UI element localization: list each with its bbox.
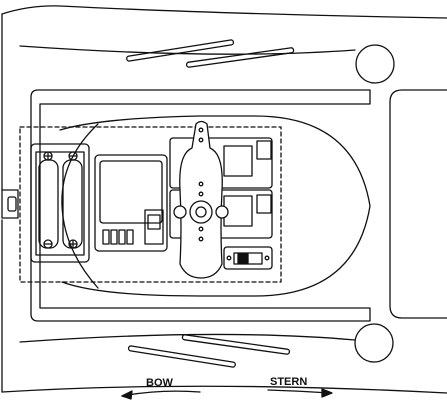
battery-contact-bottom-right [68, 239, 78, 249]
hull-outline-bottom [1, 385, 447, 394]
horn-hole-5 [198, 226, 204, 232]
canopy-oval-left [61, 123, 99, 289]
electronics-area-dashed [19, 126, 282, 283]
stern-arrowhead [321, 388, 333, 398]
canopy-oval [59, 115, 371, 297]
deck-top-curve [19, 45, 356, 55]
horn-hub-inner [195, 206, 207, 218]
bow-label: BOW [146, 377, 174, 389]
power-switch-toggle [237, 253, 249, 264]
servo-bottom-tab [256, 194, 272, 214]
horn-hole-1 [198, 127, 204, 133]
stern-cutout [389, 89, 447, 319]
receiver-pin-1 [102, 229, 110, 245]
receiver-pin-3 [118, 229, 126, 245]
battery-holder-inner [35, 151, 85, 256]
battery-contact-top-left [43, 151, 53, 161]
receiver-pin-2 [110, 229, 118, 245]
receiver-switch [144, 209, 164, 245]
horn-side-left [173, 205, 187, 219]
horn-hole-4 [198, 191, 204, 197]
power-switch-screw-right [264, 255, 270, 261]
battery-contact-top-right [68, 151, 78, 161]
power-switch-screw-left [226, 255, 232, 261]
mount-hole-bottom [354, 323, 394, 363]
receiver-box [94, 154, 168, 252]
servo-top-tab [256, 140, 272, 160]
servo-top-face [223, 145, 253, 177]
horn-hole-3 [198, 181, 204, 187]
inner-tray-outline [30, 89, 371, 322]
servo-horn [179, 120, 223, 279]
power-switch [223, 246, 273, 270]
bow-arrowhead [121, 390, 133, 400]
stern-label: STERN [270, 376, 307, 388]
battery-plus-top-left [44, 152, 52, 160]
stern-arrow [267, 389, 331, 394]
battery-plus-bottom-right [69, 240, 77, 248]
horn-hub-outer [189, 200, 213, 224]
receiver-face [99, 160, 163, 224]
mount-hole-top [355, 44, 395, 84]
bow-arrow [121, 390, 201, 397]
horn-hole-6 [198, 236, 204, 242]
deck-slot-top-1 [126, 39, 235, 62]
horn-side-right [215, 205, 229, 219]
battery-contact-bottom-left [43, 239, 53, 249]
deck-bottom-curve [19, 333, 356, 343]
power-switch-slot [233, 252, 263, 265]
horn-hole-2 [198, 137, 204, 143]
battery-holder [30, 143, 90, 263]
battery-cell-left [38, 159, 59, 249]
receiver-pin-4 [126, 229, 134, 245]
hull-outline-top [1, 5, 447, 19]
deck-slot-bottom-1 [127, 345, 236, 368]
deck-slot-top-2 [185, 47, 295, 68]
stub-inner [7, 196, 17, 212]
receiver-switch-inner [147, 214, 161, 230]
deck-slot-bottom-2 [181, 334, 291, 355]
